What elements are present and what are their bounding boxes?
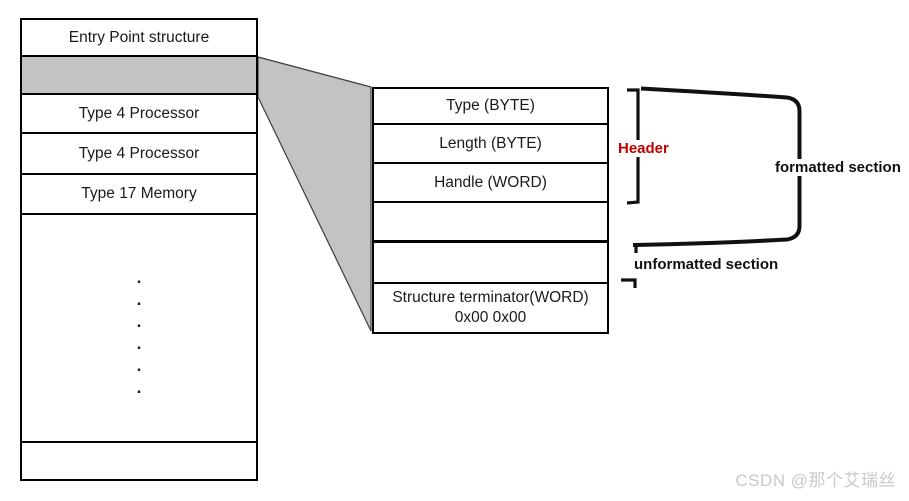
table-row-type4-processor-2: Type 4 Processor: [22, 134, 256, 175]
table-row-handle-word: Handle (WORD): [374, 164, 607, 203]
row-label: Type 17 Memory: [81, 185, 197, 202]
formatted-section-label: formatted section: [774, 159, 902, 176]
unformatted-bracket-bottom-tick: [621, 278, 637, 288]
unformatted-section-label: unformatted section: [633, 256, 780, 273]
vertical-ellipsis: . . . . . .: [136, 268, 142, 397]
row-label: Entry Point structure: [68, 28, 210, 46]
terminator-line2: 0x00 0x00: [454, 309, 527, 326]
table-row-formatted-empty: [374, 203, 607, 243]
table-row-ellipsis: . . . . . .: [22, 215, 256, 443]
row-label: Length (BYTE): [439, 134, 542, 152]
structure-detail-table: Type (BYTE) Length (BYTE) Handle (WORD) …: [372, 87, 609, 334]
row-label: Handle (WORD): [434, 173, 547, 191]
terminator-line1: Structure terminator(WORD): [392, 289, 589, 306]
table-row-type17-memory: Type 17 Memory: [22, 175, 256, 215]
table-row-structure-terminator: Structure terminator(WORD) 0x00 0x00: [374, 284, 607, 332]
funnel-connector: [257, 56, 372, 332]
table-row-empty: [22, 443, 256, 479]
table-row-type-byte: Type (BYTE): [374, 89, 607, 125]
table-row-length-byte: Length (BYTE): [374, 125, 607, 164]
header-label: Header: [617, 140, 670, 157]
table-row-type4-processor: Type 4 Processor: [22, 95, 256, 134]
row-label: Type (BYTE): [446, 97, 535, 114]
table-row-highlighted-gray: [22, 57, 256, 95]
row-label: Type 4 Processor: [78, 104, 200, 122]
table-row-entry-point: Entry Point structure: [22, 20, 256, 57]
row-label: Type 4 Processor: [78, 144, 200, 162]
entry-point-table: Entry Point structure Type 4 Processor T…: [20, 18, 258, 481]
watermark: CSDN @那个艾瑞丝: [735, 471, 896, 490]
table-row-unformatted-empty: [374, 243, 607, 284]
